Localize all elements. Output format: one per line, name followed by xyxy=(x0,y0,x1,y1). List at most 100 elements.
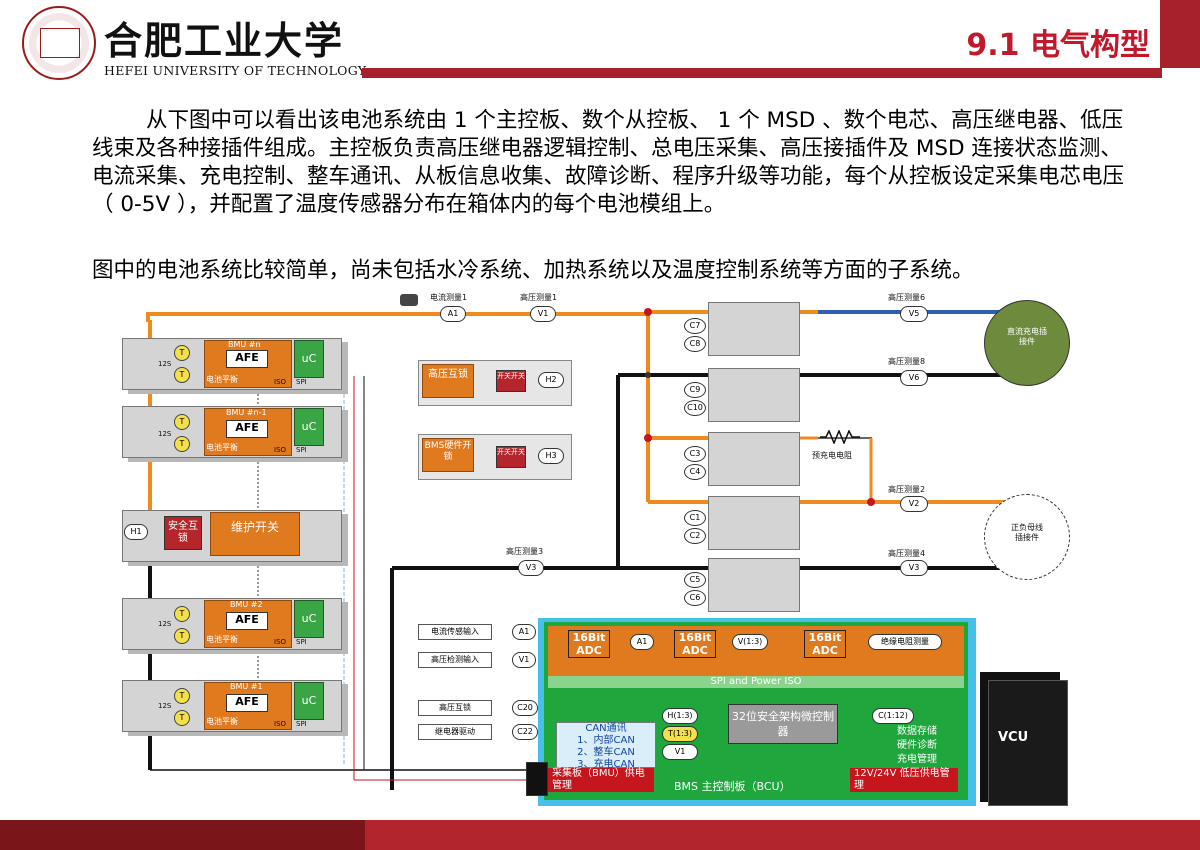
temp-sensor: T xyxy=(174,345,190,361)
afe-chip: AFE xyxy=(226,612,268,630)
input-tag-a1: A1 xyxy=(512,624,536,640)
interlock-box: 安全互锁 xyxy=(164,516,202,550)
meas-tag-a1: A1 xyxy=(440,306,466,322)
main-microcontroller: 32位安全架构微控制器 xyxy=(728,704,838,744)
input-tag-c20: C20 xyxy=(512,700,538,716)
relay-block xyxy=(708,368,800,422)
maintenance-switch-label: 维护开关 xyxy=(230,520,279,534)
adc-chip: 16Bit ADC xyxy=(568,630,610,658)
bus-connector-label: 正负母线插接件 xyxy=(1011,523,1043,542)
cell-count: 12S xyxy=(158,360,172,368)
adc-chip: 16Bit ADC xyxy=(674,630,716,658)
meas-tag-v1: V1 xyxy=(530,306,556,322)
input-label: 高压检测输入 xyxy=(418,652,492,668)
cell-count: 12S xyxy=(158,430,172,438)
paragraph-note: 图中的电池系统比较简单，尚未包括水冷系统、加热系统以及温度控制系统等方面的子系统… xyxy=(92,258,974,283)
university-name-cn: 合肥工业大学 xyxy=(104,18,345,63)
spi-label: SPI xyxy=(296,378,307,386)
relay-coil-tag: C3 xyxy=(684,446,706,462)
footer-bar-dark xyxy=(0,820,365,850)
can-item: 2、整车CAN xyxy=(577,747,635,758)
cpu-input-tag: H(1:3) xyxy=(662,708,698,724)
relay-coil-tag: C4 xyxy=(684,464,706,480)
balance-label: 电池平衡 xyxy=(206,443,238,452)
microcontroller-chip: uC xyxy=(294,408,324,446)
function-tag: 数据存储 xyxy=(882,726,952,738)
hv-switch-label: 开关开关 xyxy=(497,372,525,380)
bmu-title: BMU #n-1 xyxy=(226,408,267,417)
bus-connector: 正负母线插接件 xyxy=(984,494,1070,580)
meas-label: 高压测量1 xyxy=(520,293,558,302)
paragraph-description: 从下图中可以看出该电池系统由 1 个主控板、数个从控板、 1 个 MSD 、数个… xyxy=(92,108,1125,217)
meas-tag-v6: V6 xyxy=(900,370,928,386)
adc-chip: 16Bit ADC xyxy=(804,630,846,658)
meas-label: 高压测量2 xyxy=(888,485,926,494)
cpu-output-tag: C(1:12) xyxy=(872,708,914,724)
relay-coil-tag: C6 xyxy=(684,590,706,606)
iso-label: ISO xyxy=(274,638,287,646)
spi-label: SPI xyxy=(296,446,307,454)
current-sensor-icon xyxy=(400,294,418,306)
balance-label: 电池平衡 xyxy=(206,375,238,384)
bms-interlock-box: BMS硬件开锁 xyxy=(422,438,474,472)
meas-tag-v5: V5 xyxy=(900,306,928,322)
mcu-label: 32位安全架构微控制器 xyxy=(732,710,834,738)
hv-switch-box: 开关开关 xyxy=(496,370,526,392)
function-tag: 充电管理 xyxy=(882,754,952,766)
footer-bar-red xyxy=(365,820,1200,850)
bms-switch-box: 开关开关 xyxy=(496,446,526,468)
iso-label: ISO xyxy=(274,378,287,386)
bmu-title: BMU #1 xyxy=(230,682,263,691)
meas-label: 电流测量1 xyxy=(430,293,468,302)
spi-label: SPI xyxy=(296,638,307,646)
adc-tag: 绝缘电阻测量 xyxy=(868,634,942,650)
input-tag-c22: C22 xyxy=(512,724,538,740)
balance-label: 电池平衡 xyxy=(206,717,238,726)
interlock-tag-h2: H2 xyxy=(538,372,564,388)
relay-coil-tag: C5 xyxy=(684,572,706,588)
header-accent-block xyxy=(1160,0,1200,68)
temp-sensor: T xyxy=(174,414,190,430)
can-item: 3、充电CAN xyxy=(577,759,635,770)
temp-sensor: T xyxy=(174,436,190,452)
input-label: 继电器驱动 xyxy=(418,724,492,740)
lv-power-box: 12V/24V 低压供电管理 xyxy=(850,768,958,792)
battery-system-diagram: BMU #n AFE 电池平衡 uC ISO SPI 12S T T BMU #… xyxy=(118,290,1168,810)
relay-block xyxy=(708,496,800,550)
spi-label: SPI xyxy=(296,720,307,728)
input-tag-v1: V1 xyxy=(512,652,536,668)
bmu-title: BMU #n xyxy=(228,340,261,349)
cell-count: 12S xyxy=(158,620,172,628)
relay-block xyxy=(708,432,800,486)
section-title: 9.1 电气构型 xyxy=(966,28,1150,63)
dc-charge-connector-label: 直流充电插接件 xyxy=(1007,327,1047,346)
input-label: 电流传感输入 xyxy=(418,624,492,640)
meas-tag-v3-mid: V3 xyxy=(518,560,544,576)
cpu-input-tag: V1 xyxy=(662,744,698,760)
vcu-box xyxy=(988,680,1068,806)
temp-sensor: T xyxy=(174,367,190,383)
relay-block xyxy=(708,302,800,356)
meas-label: 高压测量8 xyxy=(888,357,926,366)
afe-chip: AFE xyxy=(226,350,268,368)
balance-label: 电池平衡 xyxy=(206,635,238,644)
relay-coil-tag: C8 xyxy=(684,336,706,352)
microcontroller-chip: uC xyxy=(294,682,324,720)
precharge-label: 预充电电阻 xyxy=(812,451,852,460)
relay-coil-tag: C10 xyxy=(684,400,706,416)
can-comm-box: CAN通讯 1、内部CAN 2、整车CAN 3、充电CAN xyxy=(556,722,656,770)
hv-interlock-label: 高压互锁 xyxy=(428,369,468,380)
precharge-resistor-icon xyxy=(820,430,860,444)
cell-count: 12S xyxy=(158,702,172,710)
temp-sensor: T xyxy=(174,710,190,726)
bmu-title: BMU #2 xyxy=(230,600,263,609)
bms-switch-label: 开关开关 xyxy=(497,448,525,456)
input-label: 高压互锁 xyxy=(418,700,492,716)
afe-chip: AFE xyxy=(226,694,268,712)
meas-label: 高压测量4 xyxy=(888,549,926,558)
can-item: 1、内部CAN xyxy=(577,735,635,746)
cpu-input-tag: T(1:3) xyxy=(662,726,698,742)
relay-coil-tag: C1 xyxy=(684,510,706,526)
bcu-board-name: BMS 主控制板（BCU） xyxy=(674,780,791,793)
dc-charge-connector: 直流充电插接件 xyxy=(984,300,1070,386)
